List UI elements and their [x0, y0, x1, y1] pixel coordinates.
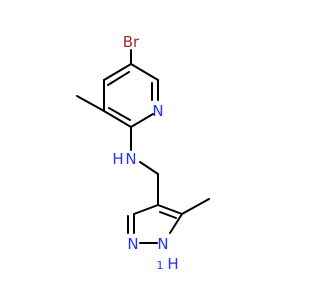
- bond-c5-c4-inner: [107, 71, 130, 86]
- bond-c5pz-methyl: [181, 198, 210, 215]
- pyrazole-n1-label: N: [127, 235, 138, 253]
- molecule-canvas: Br N N H N N 1 H: [76, 33, 210, 273]
- bond-c3-methyl: [76, 95, 105, 112]
- bond-c5pz-c4pz-inner: [159, 211, 177, 219]
- bond-n1pz-c5pz: [169, 213, 183, 234]
- bond-c6-c5: [130, 63, 159, 81]
- structure-diagram: Br N N H N N 1 H: [76, 33, 210, 273]
- pyridine-nitrogen-label: N: [152, 102, 163, 120]
- pyrazole-n2-label: N: [157, 235, 168, 253]
- bromine-label: Br: [123, 33, 140, 51]
- bond-c2-n1: [130, 113, 154, 128]
- amine-nitrogen-label: N: [125, 150, 136, 168]
- amine-hydrogen-label: H: [112, 150, 123, 168]
- bond-c5pz-c4pz: [157, 204, 183, 215]
- pyrazole-nh-hydrogen-label: H: [167, 255, 178, 273]
- bond-c3-c2-inner: [108, 107, 131, 121]
- bond-c3-c2: [103, 110, 132, 128]
- bond-nh-ch2: [139, 161, 159, 175]
- bond-c5-c4: [103, 63, 132, 81]
- bond-c4pz-c3pz: [133, 204, 159, 215]
- pyrazole-nh-index-label: 1: [157, 259, 164, 272]
